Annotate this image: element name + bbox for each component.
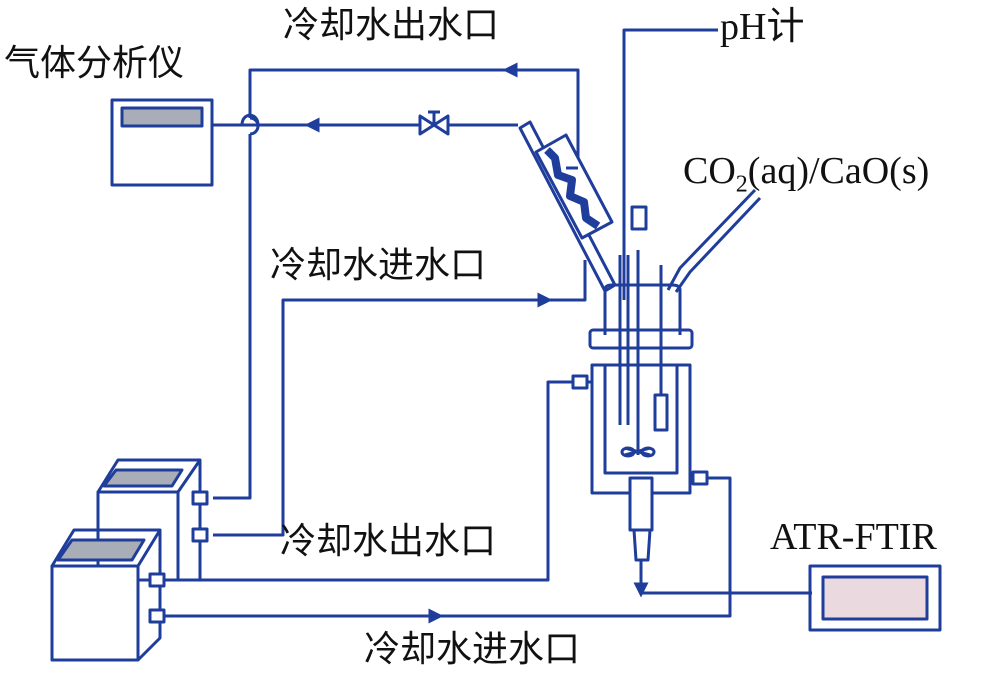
ph-probe-line	[622, 28, 718, 300]
ph-meter-label: pH计	[720, 6, 805, 48]
top-outlet-pipe	[213, 62, 580, 500]
condenser-tube	[518, 120, 617, 293]
top-outlet-label: 冷却水出水口	[283, 5, 500, 46]
jacket-right-pipe	[160, 470, 732, 624]
atr-ftir-device	[808, 564, 942, 632]
reagent-formula-rest: (aq)/CaO(s)	[747, 150, 930, 192]
chiller-unit-back	[96, 458, 209, 582]
reagent-feed-tube	[666, 188, 762, 293]
bottom-outlet-label: 冷却水出水口	[280, 521, 497, 562]
reactor-vessel	[588, 205, 694, 495]
middle-inlet-label: 冷却水进水口	[270, 245, 487, 286]
reagent-formula: CO	[683, 150, 736, 192]
bottom-inlet-label: 冷却水进水口	[364, 629, 581, 670]
valve-icon	[418, 110, 450, 136]
atr-probe	[628, 476, 812, 598]
gas-analyzer-label: 气体分析仪	[4, 43, 185, 84]
chiller-unit-front	[50, 528, 166, 662]
atr-ftir-label: ATR-FTIR	[770, 516, 937, 558]
reagent-subscript: 2	[735, 171, 748, 198]
gas-analyzer-device	[110, 98, 214, 187]
gas-line	[212, 110, 518, 136]
jacket-left-pipe	[172, 374, 592, 582]
reagent-label: CO2(aq)/CaO(s)	[683, 152, 929, 197]
middle-inlet-pipe	[213, 260, 587, 537]
